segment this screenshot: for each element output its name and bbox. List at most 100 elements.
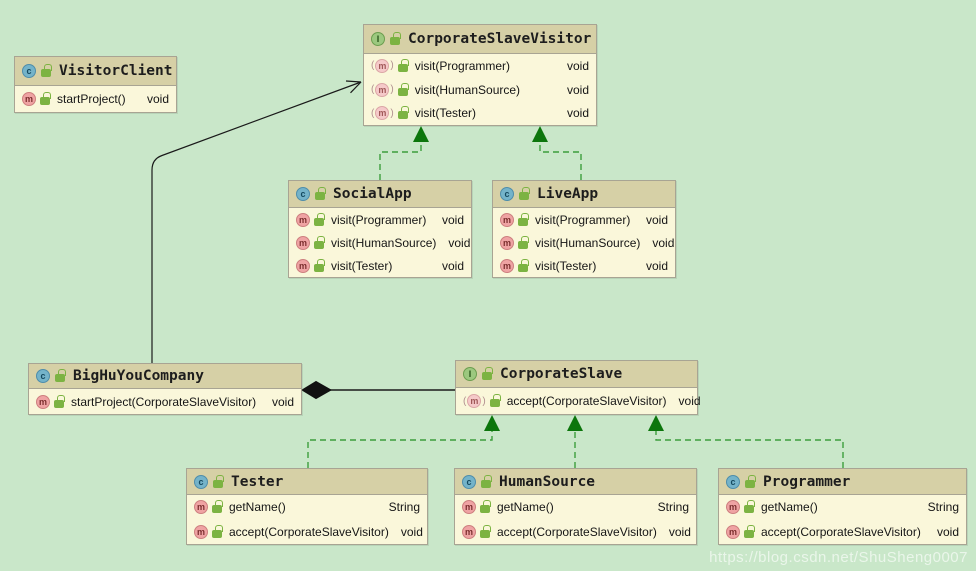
class-header-bighuyoucompany[interactable]: c BigHuYouCompany — [29, 364, 301, 389]
class-header-humansource[interactable]: c HumanSource — [455, 469, 696, 495]
lock-icon — [315, 187, 326, 200]
class-box-bighuyoucompany[interactable]: c BigHuYouCompany m startProject(Corpora… — [28, 363, 302, 415]
method-return-type: void — [936, 524, 959, 539]
method-row[interactable]: m getName() String — [187, 495, 427, 520]
lock-icon — [41, 64, 52, 77]
method-row[interactable]: m visit(Programmer) void — [493, 208, 675, 231]
method-name: getName() — [497, 500, 554, 515]
class-box-socialapp[interactable]: c SocialApp m visit(Programmer) void m v… — [288, 180, 472, 278]
class-title: SocialApp — [333, 186, 412, 202]
interface-title: CorporateSlave — [500, 366, 623, 382]
lock-icon — [519, 187, 530, 200]
method-name: visit(HumanSource) — [535, 235, 641, 250]
relation-programmer-corporateslave[interactable] — [648, 415, 844, 468]
interface-icon: I — [371, 32, 385, 46]
method-return-type: void — [441, 212, 464, 227]
class-header-programmer[interactable]: c Programmer — [719, 469, 966, 495]
method-icon: m — [726, 524, 740, 539]
method-icon: m — [726, 500, 740, 515]
class-box-visitorclient[interactable]: c VisitorClient m startProject() void — [14, 56, 177, 113]
class-header-liveapp[interactable]: c LiveApp — [493, 181, 675, 208]
class-header-visitorclient[interactable]: c VisitorClient — [15, 57, 176, 86]
method-icon: m — [500, 258, 514, 273]
class-header-tester[interactable]: c Tester — [187, 469, 427, 495]
abstract-method-icon: m — [375, 58, 390, 73]
class-header-socialapp[interactable]: c SocialApp — [289, 181, 471, 208]
relation-humansource-corporateslave[interactable] — [567, 415, 583, 468]
method-row[interactable]: m visit(Programmer) void — [289, 208, 471, 231]
method-row[interactable]: m getName() String — [719, 495, 966, 520]
interface-box-corporateslave[interactable]: I CorporateSlave m accept(CorporateSlave… — [455, 360, 701, 415]
method-return-type: void — [448, 235, 471, 250]
relation-liveapp-corporateslavevisitor[interactable] — [532, 126, 582, 180]
method-name: accept(CorporateSlaveVisitor) — [506, 394, 667, 408]
method-return-type: void — [652, 235, 675, 250]
relation-socialapp-corporateslavevisitor[interactable] — [379, 126, 429, 180]
lock-icon — [489, 394, 501, 407]
lock-icon — [744, 524, 755, 538]
class-box-programmer[interactable]: c Programmer m getName() String m accept… — [718, 468, 967, 545]
lock-icon — [55, 369, 66, 382]
relation-tester-corporateslave[interactable] — [307, 415, 500, 468]
class-title: HumanSource — [499, 473, 596, 490]
interface-header-corporateslavevisitor[interactable]: I CorporateSlaveVisitor — [364, 25, 596, 54]
method-row[interactable]: m accept(CorporateSlaveVisitor) void — [456, 388, 701, 414]
method-icon: m — [296, 235, 310, 250]
class-title: VisitorClient — [59, 63, 173, 79]
method-row[interactable]: m visit(Tester) void — [289, 254, 471, 277]
lock-icon — [314, 258, 325, 272]
method-row[interactable]: m visit(Programmer) void — [364, 54, 596, 78]
method-row[interactable]: m visit(HumanSource) void — [364, 78, 596, 102]
method-row[interactable]: m visit(HumanSource) void — [493, 231, 675, 254]
lock-icon — [518, 235, 529, 249]
class-icon: c — [194, 474, 208, 489]
class-box-humansource[interactable]: c HumanSource m getName() String m accep… — [454, 468, 697, 545]
interface-title: CorporateSlaveVisitor — [408, 31, 592, 47]
method-name: visit(HumanSource) — [414, 82, 521, 97]
method-name: accept(CorporateSlaveVisitor) — [229, 524, 389, 539]
method-name: visit(HumanSource) — [331, 235, 437, 250]
lock-icon — [397, 58, 409, 72]
method-icon: m — [500, 235, 514, 250]
lock-icon — [390, 32, 401, 45]
class-box-tester[interactable]: c Tester m getName() String m accept(Cor… — [186, 468, 428, 545]
method-row[interactable]: m accept(CorporateSlaveVisitor) void — [719, 520, 966, 545]
method-row[interactable]: m visit(HumanSource) void — [289, 231, 471, 254]
lock-icon — [213, 474, 224, 488]
lock-icon — [480, 500, 491, 514]
interface-header-corporateslave[interactable]: I CorporateSlave — [456, 361, 697, 388]
class-box-liveapp[interactable]: c LiveApp m visit(Programmer) void m vis… — [492, 180, 676, 278]
method-icon: m — [296, 258, 310, 273]
class-title: Tester — [231, 473, 284, 490]
method-return-type: void — [678, 394, 701, 408]
lock-icon — [518, 258, 529, 272]
method-name: visit(Programmer) — [331, 212, 427, 227]
method-icon: m — [194, 500, 208, 515]
class-icon: c — [462, 474, 476, 489]
method-return-type: void — [271, 394, 294, 409]
method-return-type: void — [645, 212, 668, 227]
method-row[interactable]: m getName() String — [455, 495, 696, 520]
relation-bighuyoucompany-corporateslave[interactable] — [301, 380, 455, 400]
interface-box-corporateslavevisitor[interactable]: I CorporateSlaveVisitor m visit(Programm… — [363, 24, 597, 126]
method-row[interactable]: m accept(CorporateSlaveVisitor) void — [187, 520, 427, 545]
lock-icon — [212, 500, 223, 514]
method-row[interactable]: m visit(Tester) void — [493, 254, 675, 277]
method-return-type: void — [645, 258, 668, 273]
method-icon: m — [36, 394, 50, 409]
watermark-text: https://blog.csdn.net/ShuSheng0007 — [709, 549, 968, 566]
lock-icon — [314, 212, 325, 226]
lock-icon — [397, 106, 409, 120]
method-return-type: String — [388, 500, 420, 515]
method-row[interactable]: m startProject() void — [15, 86, 176, 112]
method-row[interactable]: m startProject(CorporateSlaveVisitor) vo… — [29, 389, 301, 414]
method-row[interactable]: m visit(Tester) void — [364, 101, 596, 125]
method-row[interactable]: m accept(CorporateSlaveVisitor) void — [455, 520, 696, 545]
lock-icon — [212, 524, 223, 538]
lock-icon — [481, 474, 492, 488]
method-name: startProject(CorporateSlaveVisitor) — [71, 394, 257, 409]
method-return-type: void — [566, 82, 589, 97]
method-name: startProject() — [57, 92, 126, 106]
lock-icon — [40, 92, 51, 105]
